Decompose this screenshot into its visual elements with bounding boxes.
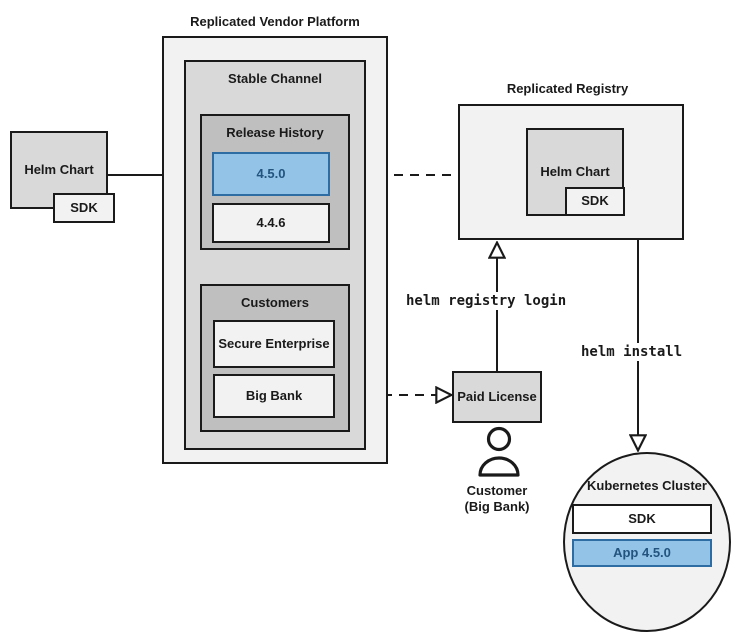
- registry-title: Replicated Registry: [506, 81, 629, 96]
- registry-sdk-box: SDK: [565, 187, 625, 216]
- release-item-4-4-6[interactable]: 4.4.6: [212, 203, 330, 243]
- customer-name-label: Big Bank: [245, 387, 303, 403]
- command-helm-registry-login: helm registry login: [403, 292, 570, 310]
- registry-helm-chart-label: Helm Chart: [540, 163, 610, 179]
- source-sdk-box: SDK: [53, 193, 115, 223]
- customers-title: Customers: [241, 295, 309, 310]
- customer-name-label: Secure Enterprise: [218, 335, 330, 351]
- source-helm-chart-label: Helm Chart: [24, 161, 94, 177]
- cluster-component-label: SDK: [628, 510, 656, 526]
- customer-item-secure-enterprise[interactable]: Secure Enterprise: [213, 320, 335, 368]
- customer-item-big-bank[interactable]: Big Bank: [213, 374, 335, 418]
- person-icon: [478, 426, 520, 477]
- cluster-component-sdk: SDK: [572, 504, 712, 534]
- release-history-title: Release History: [226, 125, 324, 140]
- release-version-label: 4.5.0: [256, 165, 286, 181]
- customer-caption-line2: (Big Bank): [464, 499, 530, 515]
- customer-caption-line1: Customer: [466, 483, 528, 498]
- release-item-4-5-0[interactable]: 4.5.0: [212, 152, 330, 196]
- paid-license-label: Paid License: [457, 388, 537, 404]
- paid-license-box: Paid License: [452, 371, 542, 423]
- cluster-component-label: App 4.5.0: [613, 544, 671, 560]
- platform-title: Replicated Vendor Platform: [190, 14, 360, 29]
- source-sdk-label: SDK: [70, 199, 98, 215]
- kubernetes-cluster-title: Kubernetes Cluster: [587, 478, 707, 493]
- cluster-component-app: App 4.5.0: [572, 539, 712, 567]
- stable-channel-title: Stable Channel: [228, 71, 322, 86]
- customer-caption: Customer (Big Bank): [437, 483, 557, 516]
- command-helm-install: helm install: [578, 343, 686, 361]
- release-version-label: 4.4.6: [256, 214, 286, 230]
- registry-sdk-label: SDK: [581, 193, 609, 209]
